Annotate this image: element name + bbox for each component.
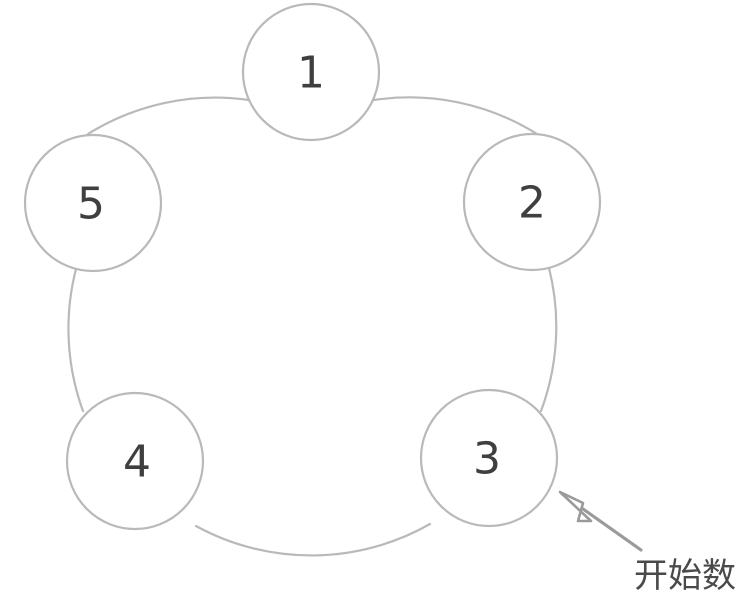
annotation-label: 开始数 bbox=[634, 556, 736, 596]
node-5[interactable]: 5 bbox=[23, 133, 163, 273]
node-1-circle[interactable] bbox=[241, 2, 381, 142]
annotation-arrow bbox=[558, 490, 643, 552]
node-1[interactable]: 1 bbox=[241, 2, 381, 142]
node-2-circle[interactable] bbox=[462, 132, 602, 272]
node-group: 1 2 3 4 5 bbox=[23, 2, 602, 531]
node-4-circle[interactable] bbox=[65, 391, 205, 531]
node-3-label: 3 bbox=[473, 434, 501, 485]
edge-5-to-1 bbox=[86, 96, 251, 136]
node-2-label: 2 bbox=[518, 178, 546, 229]
node-4[interactable]: 4 bbox=[65, 391, 205, 531]
edge-3-to-4 bbox=[194, 522, 432, 557]
node-5-circle[interactable] bbox=[23, 133, 163, 273]
annotation-arrow-shaft bbox=[581, 507, 643, 552]
edge-group bbox=[67, 96, 558, 557]
annotation-arrow-head-icon bbox=[558, 490, 593, 523]
edge-2-to-3 bbox=[539, 266, 558, 413]
node-4-label: 4 bbox=[123, 437, 151, 488]
node-3-circle[interactable] bbox=[419, 388, 559, 528]
edge-4-to-5 bbox=[67, 267, 85, 413]
node-3[interactable]: 3 bbox=[419, 388, 559, 528]
node-5-label: 5 bbox=[77, 179, 105, 230]
edge-1-to-2 bbox=[372, 96, 539, 136]
node-1-label: 1 bbox=[297, 48, 325, 99]
node-2[interactable]: 2 bbox=[462, 132, 602, 272]
